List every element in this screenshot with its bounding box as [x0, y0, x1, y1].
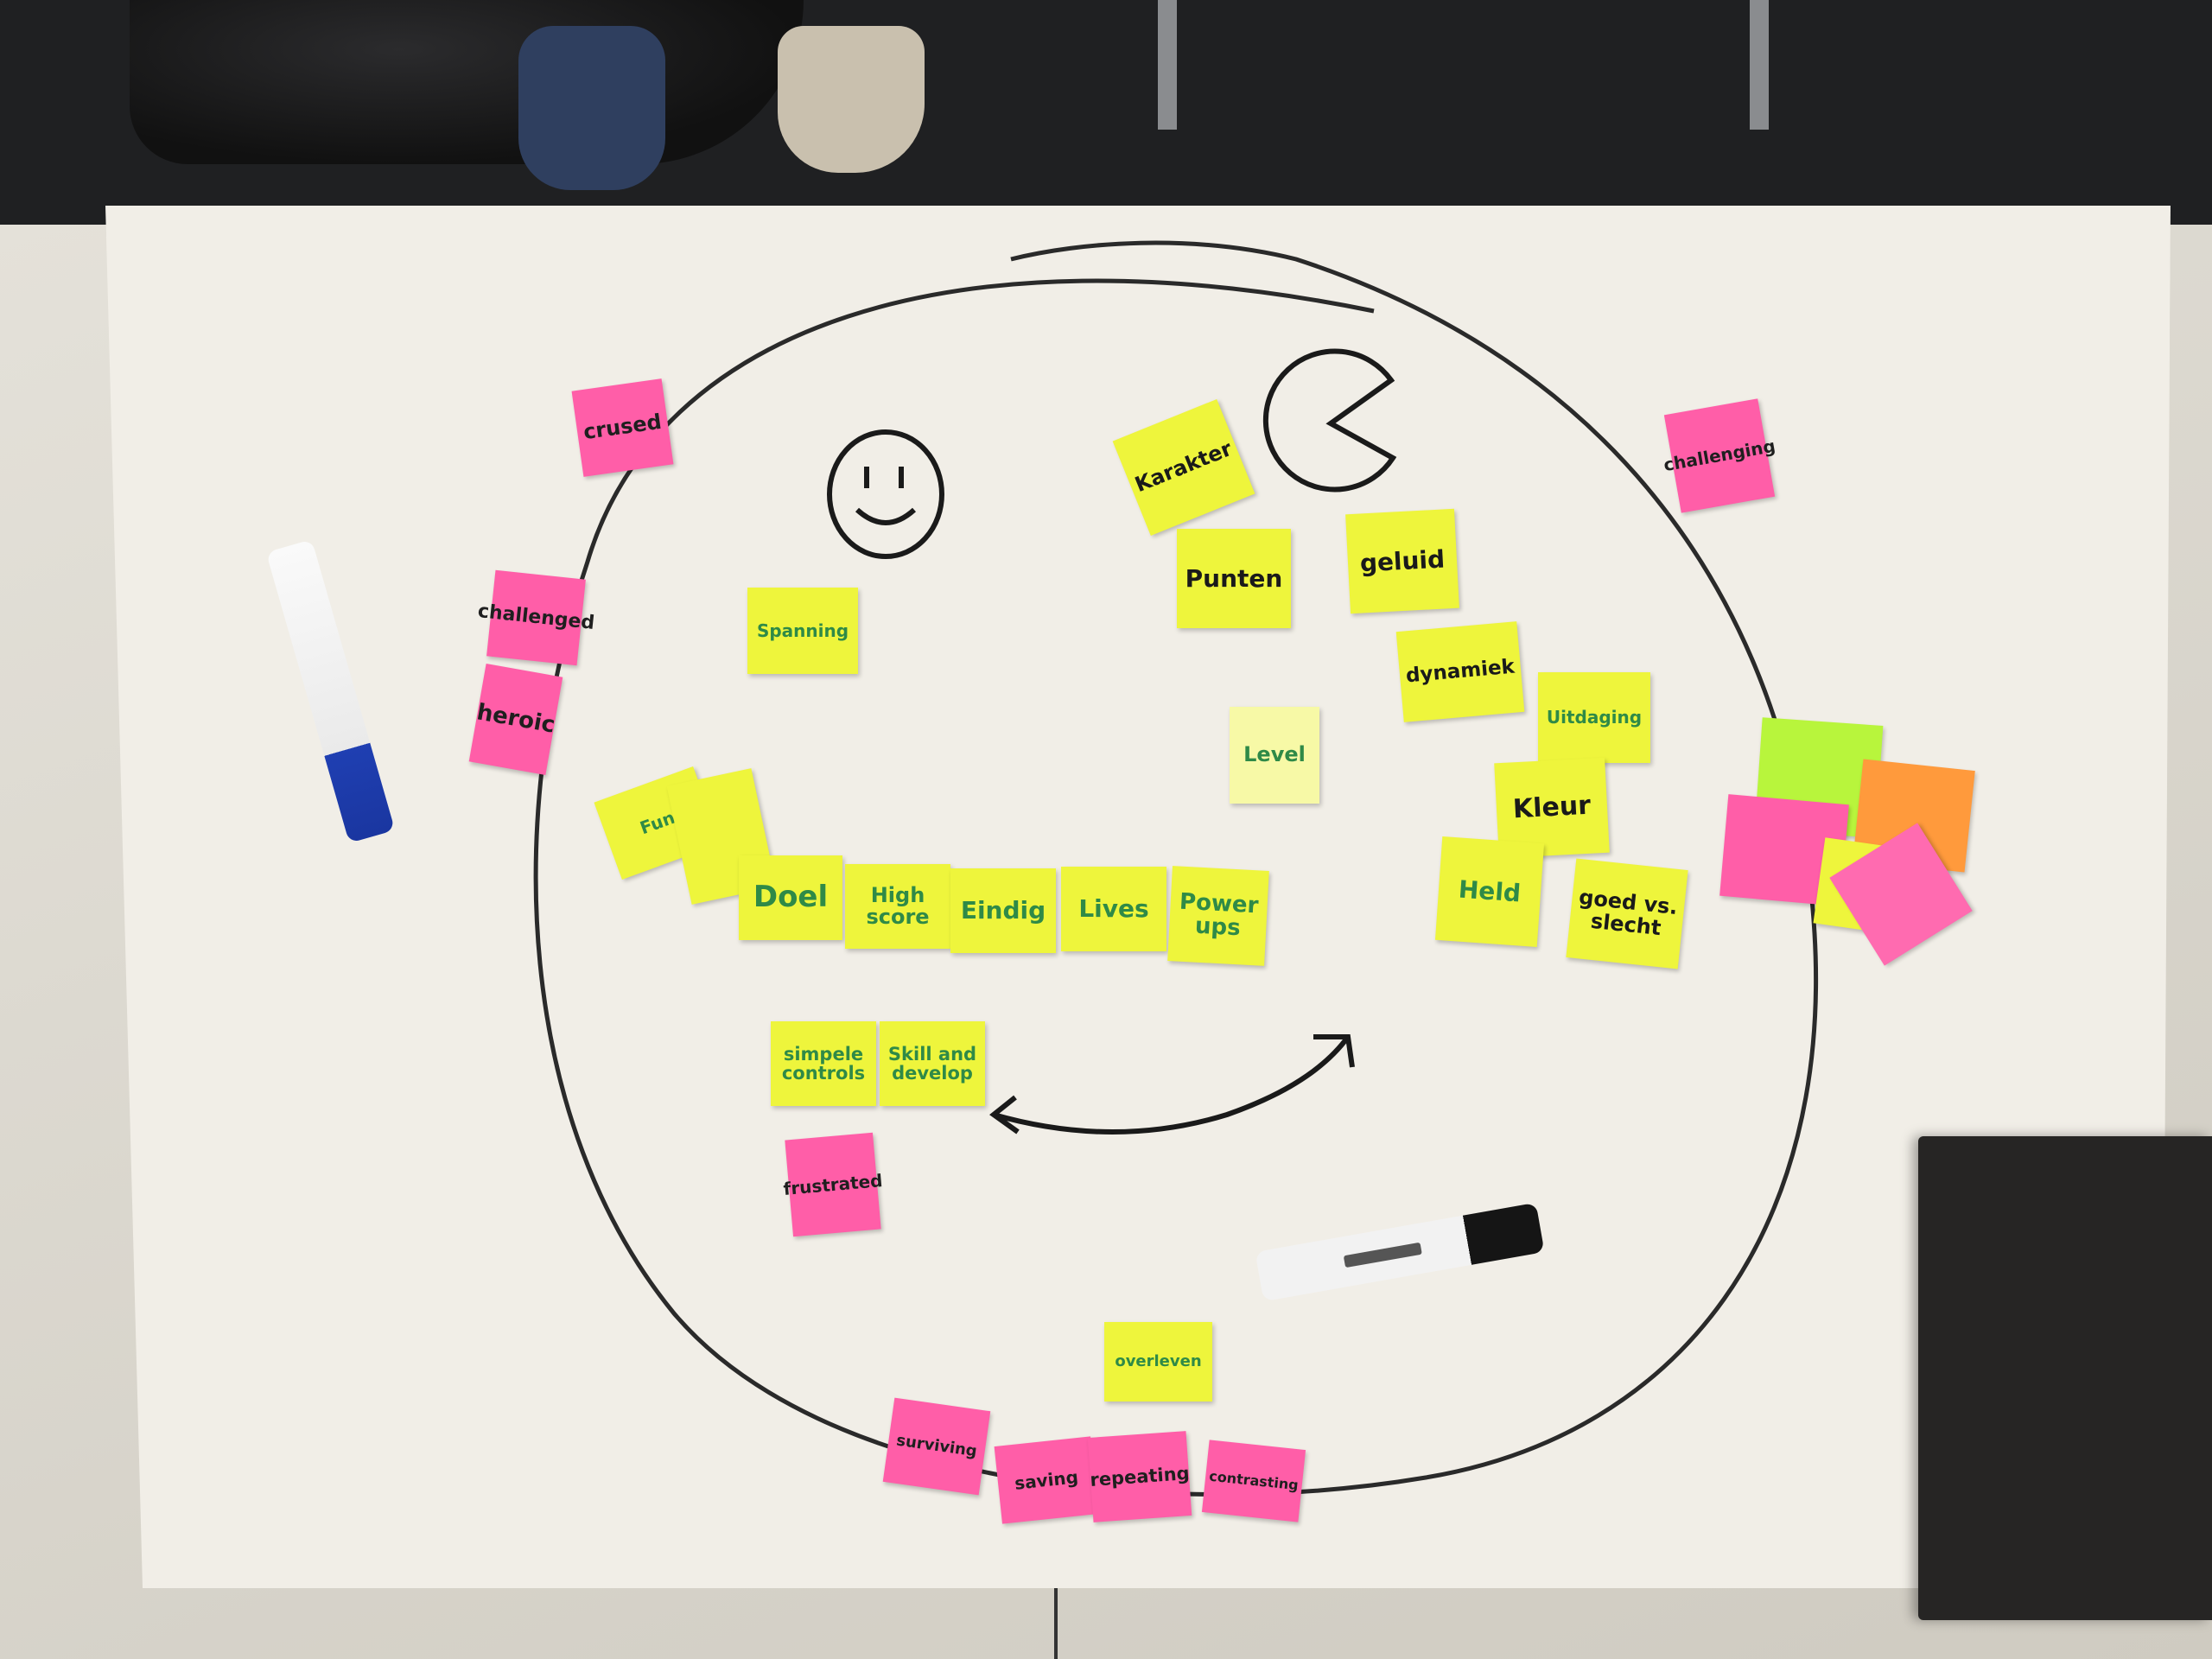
table-seam — [1054, 1555, 1058, 1659]
note-contrasting: contrasting — [1201, 1440, 1306, 1522]
pacman-drawing — [1262, 348, 1397, 493]
note-challenged: challenged — [477, 569, 595, 666]
note-crused: crused — [571, 378, 674, 477]
black-book — [1918, 1136, 2212, 1620]
note-level: Level — [1230, 707, 1319, 804]
marker-label — [1343, 1242, 1422, 1268]
double-arrow-drawing — [989, 1034, 1355, 1135]
note-skill-develop: Skill and develop — [880, 1021, 985, 1106]
person-silhouette — [130, 0, 804, 164]
smiley-face-drawing — [827, 429, 944, 559]
note-goed-vs-slecht: goed vs. slecht — [1566, 858, 1688, 969]
note-overleven: overleven — [1104, 1322, 1212, 1402]
note-frustrated: frustrated — [783, 1132, 883, 1237]
note-eindig: Eindig — [950, 868, 1056, 953]
note-spanning: Spanning — [747, 588, 858, 674]
floor-tile-line — [1750, 0, 1769, 130]
floor-tile-line — [1158, 0, 1177, 130]
note-lives: Lives — [1061, 867, 1166, 951]
note-held: Held — [1434, 836, 1545, 947]
note-surviving: surviving — [882, 1397, 991, 1496]
note-dynamiek: dynamiek — [1395, 621, 1525, 722]
note-doel: Doel — [739, 855, 842, 940]
note-saving: saving — [994, 1436, 1099, 1524]
person-shoe — [778, 26, 925, 173]
note-uitdaging: Uitdaging — [1538, 672, 1650, 763]
note-challenging: challenging — [1662, 398, 1777, 513]
note-geluid: geluid — [1345, 508, 1459, 614]
note-high-score: High score — [845, 864, 950, 949]
person-leg — [518, 26, 665, 190]
note-power-ups: Power ups — [1167, 866, 1269, 966]
note-punten: Punten — [1177, 529, 1291, 628]
note-simpele-controls: simpele controls — [771, 1021, 876, 1106]
note-repeating: repeating — [1087, 1431, 1192, 1522]
floor-background — [0, 0, 2212, 233]
